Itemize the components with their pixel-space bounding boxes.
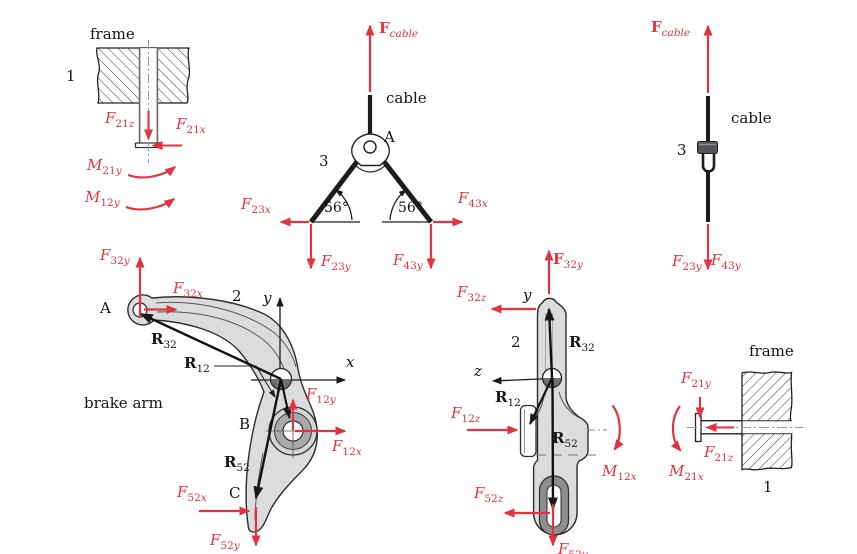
r52-vector [253, 378, 283, 500]
brake-arm-front-diagram [127, 256, 347, 547]
f32x-label: F32x [173, 279, 203, 300]
fcable-edge-label: Fcable [651, 18, 691, 39]
f21z-label: F21z [105, 109, 135, 130]
f12y-label: F12y [306, 385, 336, 406]
f12z-label: F12z [451, 404, 481, 425]
f43x-label: F43x [458, 189, 488, 210]
r12-vector-side [529, 377, 553, 425]
f21x-label: F21x [176, 115, 206, 136]
link1-label: 1 [66, 67, 76, 85]
point-c-label: C [229, 484, 241, 502]
f43y-edge-label: F43y [711, 251, 741, 272]
m12x-moment-arrow [611, 404, 624, 451]
r12-leader [214, 365, 276, 398]
angle-arc-right [389, 189, 407, 221]
f32y-label: F32y [100, 246, 130, 267]
brake-arm-side-diagram [467, 249, 624, 547]
f32z-label: F32z [457, 283, 487, 304]
angle-left-label: 56° [324, 200, 349, 216]
f52y-side-label: F52y [558, 540, 588, 554]
arm-rib-lower [156, 311, 286, 372]
angle-arc-left [335, 189, 353, 221]
f52z-label: F52z [474, 484, 504, 505]
f21y-label: F21y [681, 369, 711, 390]
m21x-label: M21x [669, 462, 704, 483]
m21y-moment-arrow [127, 166, 177, 179]
r32-vector-side [544, 307, 555, 379]
arm-rib-upper [155, 301, 297, 368]
clevis-loop [701, 153, 716, 173]
cable-yoke-diagram [279, 24, 464, 270]
r12-label: R12 [184, 354, 210, 375]
f21z-side-label: F21z [704, 443, 734, 464]
left-link [309, 157, 361, 224]
link1-side-label: 1 [763, 478, 773, 496]
point-a-front-label: A [100, 299, 111, 317]
y-axis-label: y [263, 289, 272, 307]
f32y-side-label: F32y [553, 250, 583, 271]
pin-in-frame-side-diagram [670, 371, 803, 471]
brake-arm-side-body [532, 297, 589, 536]
f23y-label: F23y [321, 252, 351, 273]
m21y-label: M21y [87, 156, 122, 177]
angle-right-label: 56° [398, 200, 423, 216]
link2-side-label: 2 [511, 333, 521, 351]
link3-label: 3 [319, 152, 329, 170]
yoke-arc [352, 162, 389, 173]
r52-vector-side [547, 377, 558, 511]
m12y-moment-arrow [125, 198, 176, 211]
f52x-label: F52x [177, 483, 207, 504]
f52y-label: F52y [210, 531, 240, 552]
z-axis-label: z [474, 362, 482, 380]
yoke-pin-hole [363, 140, 377, 154]
m12y-label: M12y [85, 188, 120, 209]
r32-side-label: R32 [569, 333, 595, 354]
f23x-label: F23x [241, 195, 271, 216]
m21x-moment-arrow [670, 405, 682, 452]
cable-edge-diagram [697, 24, 718, 271]
f23y-edge-label: F23y [672, 252, 702, 273]
y-axis-side-label: y [523, 286, 532, 304]
pin-in-frame-front-diagram [95, 40, 191, 211]
z-axis [492, 376, 552, 385]
point-b-label: B [239, 415, 251, 433]
m12x-label: M12x [602, 462, 637, 483]
point-a-label: A [384, 128, 395, 146]
clevis-barrel [697, 141, 718, 154]
r32-label: R32 [151, 330, 177, 351]
f43y-label: F43y [393, 251, 423, 272]
frame-label: frame [90, 25, 135, 43]
r12-side-label: R12 [495, 388, 521, 409]
brake-arm-caption: brake arm [84, 394, 163, 412]
cable-edge-label: cable [731, 109, 772, 127]
link2-label: 2 [232, 287, 242, 305]
x-axis-label: x [346, 353, 355, 371]
f12x-label: F12x [332, 437, 362, 458]
link3-edge-label: 3 [677, 141, 687, 159]
r52-side-label: R52 [552, 429, 578, 450]
cable-label: cable [386, 89, 427, 107]
brake-pad [519, 404, 537, 458]
r12-vector [279, 378, 292, 419]
r52-label: R52 [224, 453, 250, 474]
frame-side-label: frame [749, 342, 794, 360]
fcable-label: Fcable [379, 19, 419, 40]
